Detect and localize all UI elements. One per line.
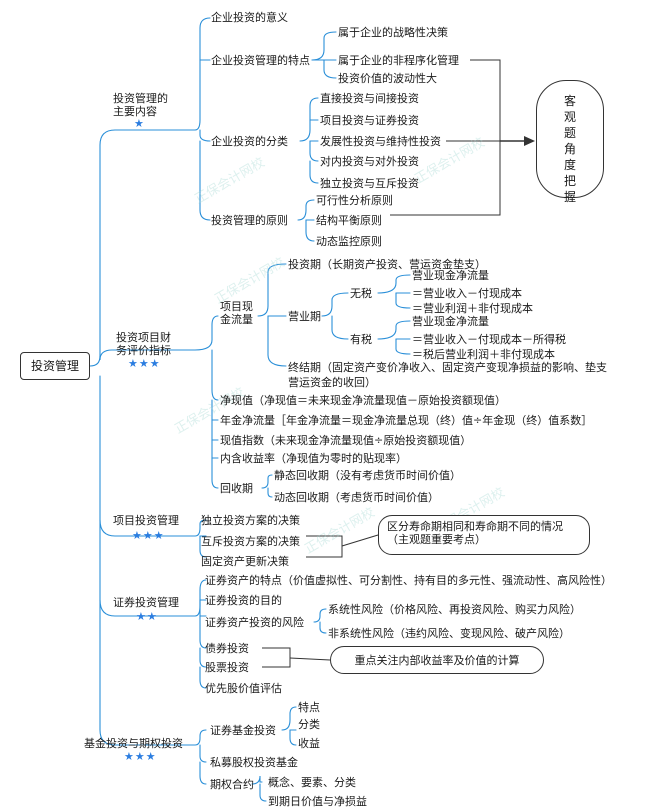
node-principles: 投资管理的原则 [211,214,288,227]
feature-item: 属于企业的非程序化管理 [338,54,459,67]
section-title-securities: 证券投资管理 [113,596,179,609]
classify-item: 独立投资与互斥投资 [320,177,419,190]
fund-item: 收益 [298,737,320,750]
securities-item: 证券投资的目的 [205,594,282,607]
option-item: 到期日价值与净损益 [268,795,367,808]
section-title-content: 投资管理的 主要内容 [113,92,168,118]
node-with-tax: 有税 [350,333,372,346]
node-preferred: 优先股价值评估 [205,682,282,695]
classify-item: 项目投资与证券投资 [320,114,419,127]
formula-line: 营业现金净流量 [412,315,489,328]
classify-item: 直接投资与间接投资 [320,92,419,105]
node-npv: 净现值（净现值＝未来现金净流量现值－原始投资额现值） [220,394,506,407]
node-end-period: 终结期（固定资产变价净收入、固定资产变现净损益的影响、垫支 营运资金的收回） [288,361,607,389]
subjective-note-box: 区分寿命期相同和寿命期不同的情况 （主观题重要考点） [378,515,590,555]
node-pe: 私募股权投资基金 [210,756,298,769]
risk-item: 系统性风险（价格风险、再投资风险、购买力风险） [328,603,581,616]
node-invest-period: 投资期（长期资产投资、营运资金垫支） [288,258,486,271]
node-no-tax: 无税 [350,287,372,300]
objective-note-bubble: 客 观 题 角 度 把 握 [536,80,604,204]
formula-line: 营业现金净流量 [412,269,489,282]
formula-line: ＝营业利润＋非付现成本 [412,302,533,315]
fund-item: 分类 [298,718,320,731]
classify-item: 对内投资与对外投资 [320,155,419,168]
principle-item: 结构平衡原则 [316,214,382,227]
star-rating: ★ [134,117,145,130]
securities-item: 证券资产投资的风险 [205,616,304,629]
node-cashflow: 项目现 金流量 [220,300,253,326]
principle-item: 动态监控原则 [316,235,382,248]
project-item: 独立投资方案的决策 [201,514,300,527]
focus-note-box: 重点关注内部收益率及价值的计算 [330,646,544,674]
formula-line: ＝营业收入－付现成本－所得税 [412,333,566,346]
payback-item: 静态回收期（没有考虑货币时间价值） [274,469,461,482]
node-fund: 证券基金投资 [210,724,276,737]
payback-item: 动态回收期（考虑货币时间价值） [274,491,439,504]
node-option: 期权合约 [210,778,254,791]
star-rating: ★★★ [132,529,165,542]
node-features: 企业投资管理的特点 [211,54,310,67]
star-rating: ★★★ [124,750,157,763]
project-item: 互斥投资方案的决策 [201,535,300,548]
node-bond: 债券投资 [205,642,249,655]
risk-item: 非系统性风险（违约风险、变现风险、破产风险） [328,627,570,640]
node-operate-period: 营业期 [288,310,321,323]
section-title-fund-option: 基金投资与期权投资 [84,737,183,750]
feature-item: 投资价值的波动性大 [338,72,437,85]
section-title-project: 项目投资管理 [113,514,179,527]
feature-item: 属于企业的战略性决策 [338,26,448,39]
option-item: 概念、要素、分类 [268,776,356,789]
star-rating: ★★★ [128,357,161,370]
root-node: 投资管理 [20,352,90,380]
principle-item: 可行性分析原则 [316,194,393,207]
star-rating: ★★ [136,610,158,623]
node-payback: 回收期 [220,482,253,495]
formula-line: ＝税后营业利润＋非付现成本 [412,348,555,361]
formula-line: ＝营业收入－付现成本 [412,287,522,300]
node-classify: 企业投资的分类 [211,135,288,148]
section-title-indicators: 投资项目财 务评价指标 [116,331,171,357]
fund-item: 特点 [298,701,320,714]
node-meaning: 企业投资的意义 [211,11,288,24]
node-stock: 股票投资 [205,661,249,674]
project-item: 固定资产更新决策 [201,555,289,568]
securities-item: 证券资产的特点（价值虚拟性、可分割性、持有目的多元性、强流动性、高风险性） [205,574,612,587]
node-irr: 内含收益率（净现值为零时的贴现率） [220,452,407,465]
node-annual-net: 年金净流量［年金净流量＝现金净流量总现（终）值÷年金现（终）值系数］ [220,414,593,427]
node-pi: 现值指数（未来现金净流量现值÷原始投资额现值） [220,434,472,447]
classify-item: 发展性投资与维持性投资 [320,135,441,148]
